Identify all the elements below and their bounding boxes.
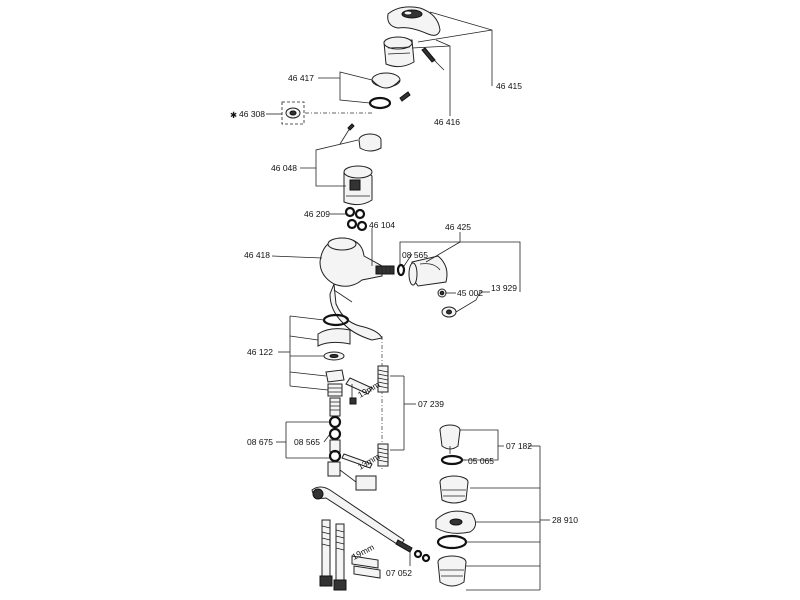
seal-set-46209 — [344, 206, 368, 232]
bracket-19mm-lower — [351, 555, 381, 579]
o-ring-05065 — [440, 454, 464, 466]
waste-body-upper — [439, 475, 469, 504]
label-07239: 07 239 — [418, 399, 444, 409]
label-46308-star: ✱ — [230, 110, 237, 120]
cartridge-cap — [383, 36, 415, 68]
part-labels: 46 415 46 417 ✱ 46 308 46 416 46 048 46 … — [230, 73, 578, 578]
label-08565-lower: 08 565 — [294, 437, 320, 447]
ratchet-pins — [339, 123, 355, 145]
label-05065: 05 065 — [468, 456, 494, 466]
label-08565-upper: 08 565 — [402, 250, 428, 260]
spring-07239-upper — [377, 365, 389, 393]
label-46415: 46 415 — [496, 81, 522, 91]
chrome-cap-46417 — [371, 72, 401, 89]
adapter-46308 — [281, 101, 305, 125]
label-07182: 07 182 — [506, 441, 532, 451]
mixer-body-46418 — [319, 237, 383, 341]
label-46048: 46 048 — [271, 163, 297, 173]
label-46104: 46 104 — [369, 220, 395, 230]
label-46209: 46 209 — [304, 209, 330, 219]
waste-body-lower — [437, 555, 467, 587]
label-46122: 46 122 — [247, 347, 273, 357]
lever-handle — [387, 6, 441, 36]
label-46418: 46 418 — [244, 250, 270, 260]
label-28910: 28 910 — [552, 515, 578, 525]
bushing-46048 — [358, 133, 382, 152]
label-46308: 46 308 — [239, 109, 265, 119]
pop-up-rod-07052 — [311, 486, 431, 563]
spring-pin-upper — [399, 91, 411, 102]
label-46425: 46 425 — [445, 222, 471, 232]
o-ring-08565-upper — [396, 263, 406, 277]
o-ring-46417 — [368, 96, 392, 110]
lever-46425 — [408, 255, 448, 287]
label-07052: 07 052 — [386, 568, 412, 578]
threaded-stud-stack — [325, 369, 345, 417]
label-45002: 45 002 — [457, 288, 483, 298]
plug-07182 — [439, 424, 461, 454]
connector-46104 — [375, 265, 395, 275]
label-46417: 46 417 — [288, 73, 314, 83]
leader-lines — [266, 11, 550, 591]
screw-45002 — [437, 288, 447, 298]
o-ring-waste — [436, 534, 468, 550]
lift-rod-link — [327, 461, 377, 491]
supply-pipes — [319, 519, 347, 591]
cartridge-body — [343, 165, 373, 206]
waste-gasket — [435, 510, 476, 534]
cap-13929 — [441, 306, 457, 318]
screw-pin — [421, 47, 445, 71]
label-46416: 46 416 — [434, 117, 460, 127]
label-dim-13mm: 13mm — [356, 451, 381, 471]
nut-stack-08675 — [328, 415, 342, 463]
rod-13mm — [341, 443, 389, 469]
label-13929: 13 929 — [491, 283, 517, 293]
bracket-19mm — [345, 377, 373, 405]
label-08675: 08 675 — [247, 437, 273, 447]
